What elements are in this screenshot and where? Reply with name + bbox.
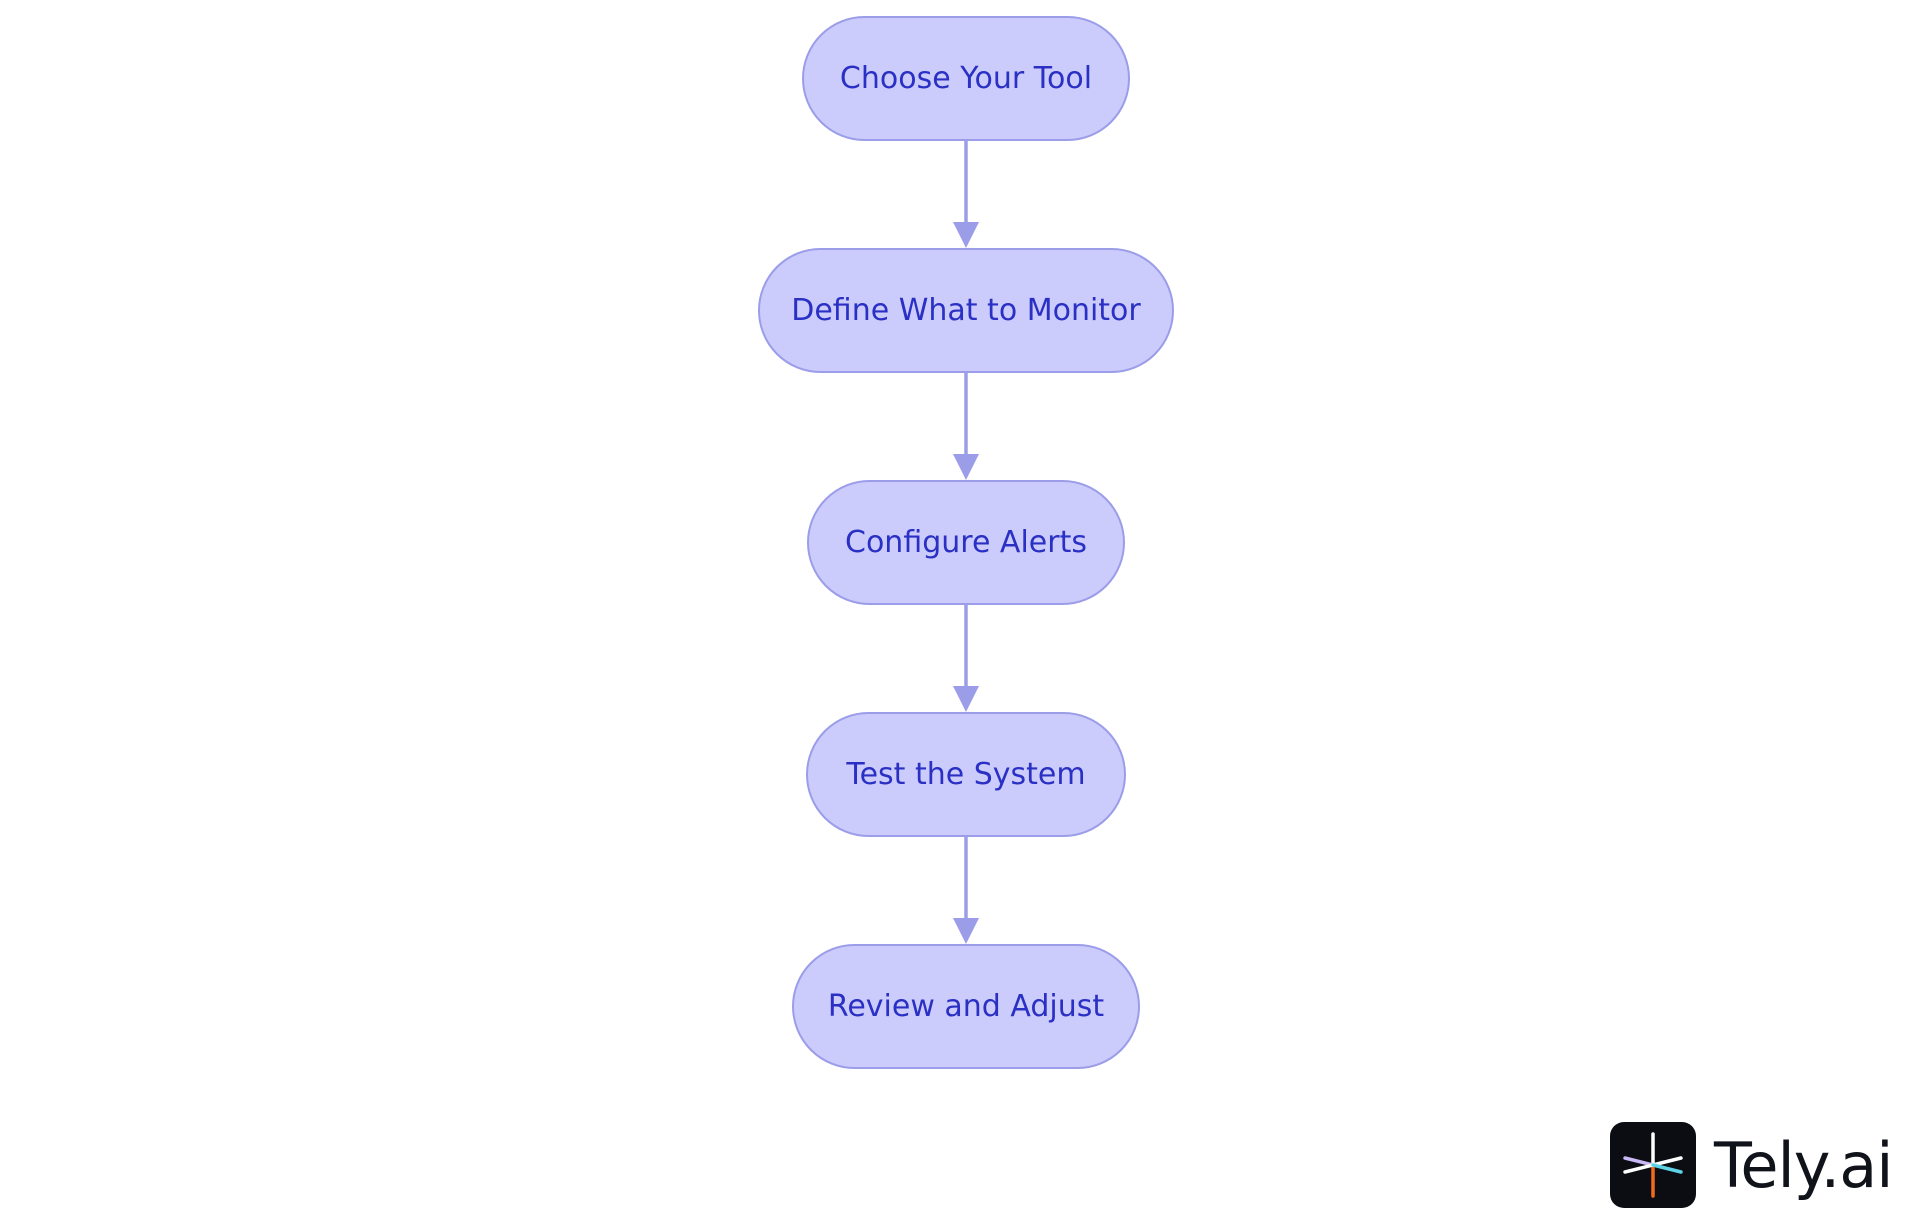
tely-logo: Tely.ai: [1610, 1122, 1893, 1208]
node-choose-your-tool: Choose Your Tool: [802, 16, 1130, 141]
edge-2: [953, 372, 979, 480]
node-label: Test the System: [845, 757, 1085, 792]
edge-4: [953, 836, 979, 944]
logo-wordmark: Tely.ai: [1714, 1129, 1893, 1202]
node-label: Choose Your Tool: [840, 61, 1092, 96]
tely-asterisk-icon: [1610, 1122, 1696, 1208]
node-label: Configure Alerts: [845, 525, 1087, 560]
edge-3: [953, 604, 979, 712]
node-test-the-system: Test the System: [806, 712, 1126, 837]
node-review-and-adjust: Review and Adjust: [792, 944, 1140, 1069]
node-label: Review and Adjust: [828, 989, 1105, 1024]
node-configure-alerts: Configure Alerts: [807, 480, 1125, 605]
node-label: Define What to Monitor: [791, 293, 1141, 328]
edge-1: [953, 140, 979, 248]
node-define-what-to-monitor: Define What to Monitor: [758, 248, 1174, 373]
